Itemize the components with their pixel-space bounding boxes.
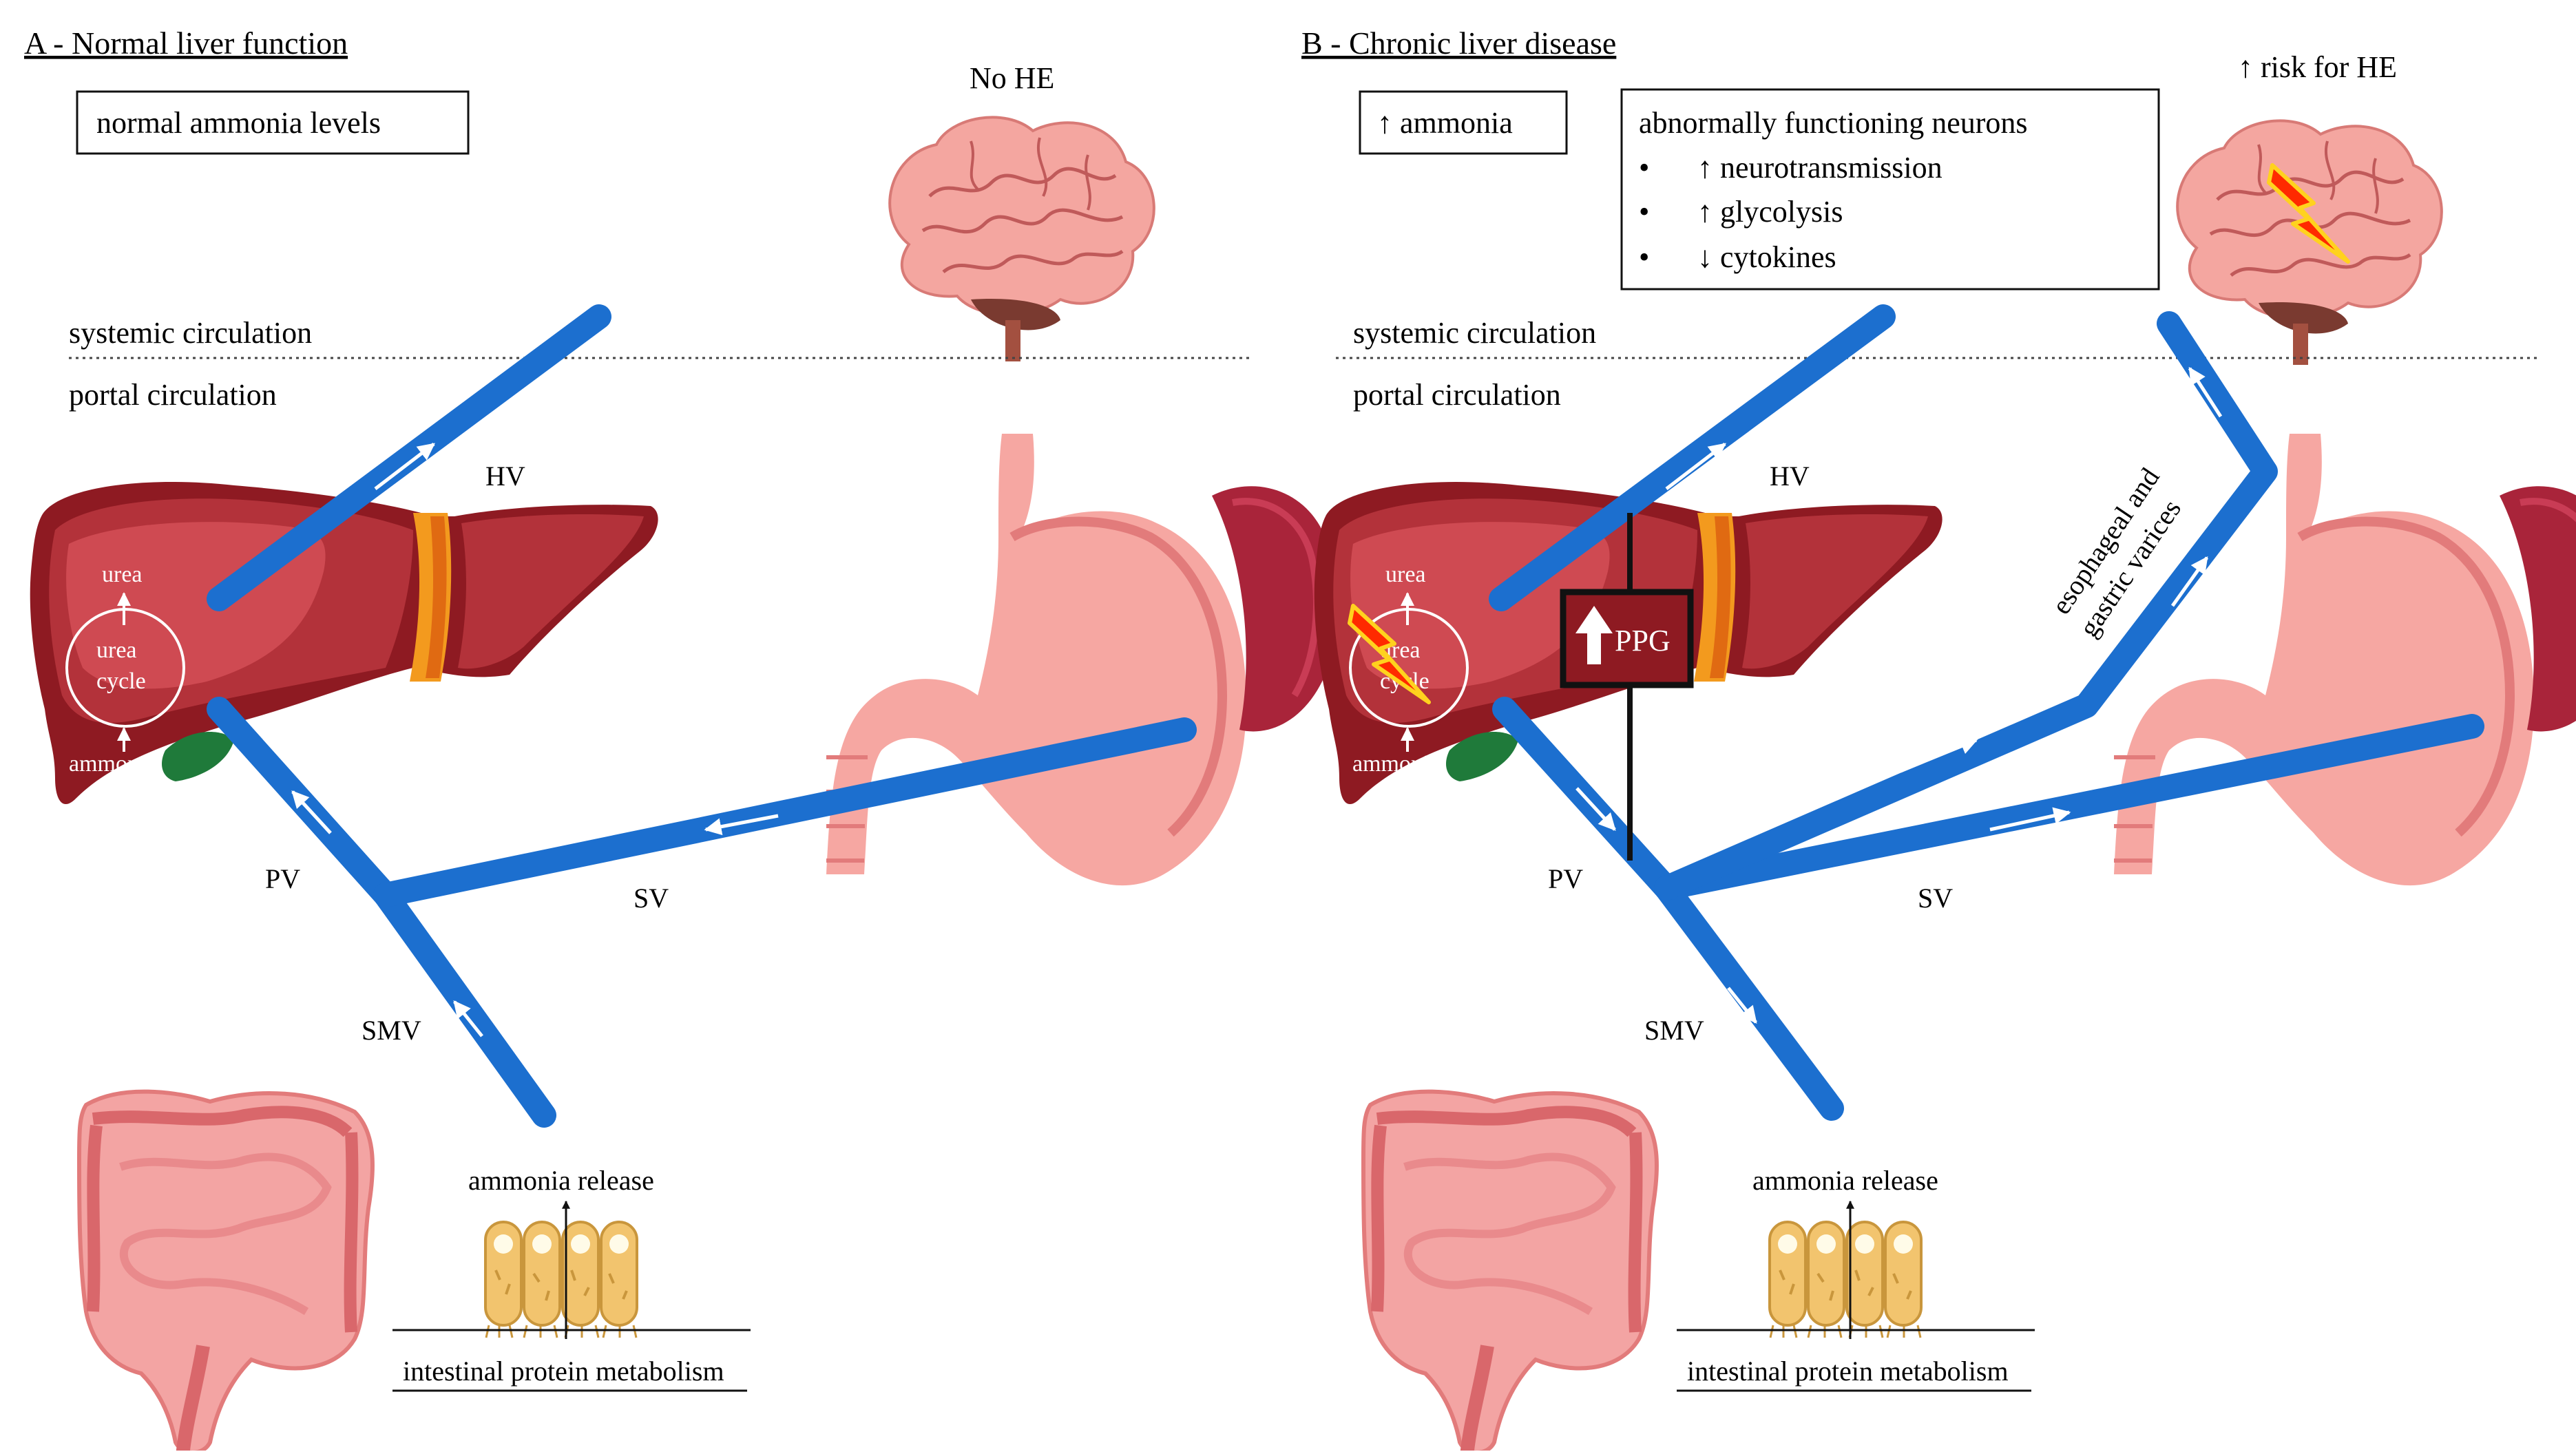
ammonia-up-box <box>1359 90 1568 155</box>
ammonia-release-a: ammonia release <box>468 1165 654 1196</box>
villi-icon-a <box>484 1221 638 1339</box>
hepatic-vein-a <box>207 304 611 611</box>
stomach-icon-a <box>826 434 1338 885</box>
neurons-item-2: ↑ glycolysis <box>1697 195 1843 229</box>
varices-vessel-b <box>1654 311 2278 900</box>
neurons-box <box>1620 88 2160 291</box>
intestine-icon-a <box>79 1092 373 1451</box>
brain-healthy-icon <box>890 117 1154 361</box>
hepatic-vein-b <box>1489 304 1896 611</box>
urea-cycle-circle-b <box>1349 608 1469 728</box>
neurons-item-3: ↓ cytokines <box>1697 240 1836 274</box>
ppg-box <box>1560 589 1694 688</box>
normal-ammonia-label: normal ammonia levels <box>96 106 381 140</box>
brain-affected-icon <box>2177 120 2442 365</box>
neurons-bullet-2: • <box>1639 195 1649 229</box>
panel-a-title: A - Normal liver function <box>24 25 348 61</box>
hv-label-b: HV <box>1770 461 1810 492</box>
panel-a: A - Normal liver function normal ammonia… <box>24 25 1338 1451</box>
ppg-label: PPG <box>1615 624 1671 657</box>
splenic-vein-a <box>373 717 1197 907</box>
risk-he-label: ↑ risk for HE <box>2238 50 2397 84</box>
hv-label-a: HV <box>485 461 525 492</box>
vessels-b <box>1489 304 2484 1121</box>
panel-b: B - Chronic liver disease ↑ ammonia abno… <box>1301 25 2576 1451</box>
panel-b-title: B - Chronic liver disease <box>1301 25 1616 61</box>
portal-label-a: portal circulation <box>69 378 277 412</box>
normal-ammonia-box <box>76 90 470 155</box>
urea-cycle-circle-a <box>65 608 185 728</box>
smv-label-a: SMV <box>362 1015 421 1046</box>
neurons-item-1: ↑ neurotransmission <box>1697 151 1943 185</box>
systemic-label-a: systemic circulation <box>69 316 312 350</box>
neurons-bullet-3: • <box>1639 240 1649 274</box>
pv-label-a: PV <box>265 863 300 894</box>
neurons-title: abnormally functioning neurons <box>1639 106 2028 140</box>
urea-label-b: urea <box>1385 562 1426 587</box>
splenic-vein-b <box>1654 714 2484 900</box>
sv-label-a: SV <box>633 883 669 914</box>
flow-arrows-a <box>291 443 779 1037</box>
urea-cycle-text-a-1: urea <box>96 638 137 663</box>
portal-label-b: portal circulation <box>1353 378 1561 412</box>
pv-label-b: PV <box>1548 863 1583 894</box>
ammonia-release-b: ammonia release <box>1752 1165 1938 1196</box>
ppg-up-arrow-icon <box>1575 606 1613 664</box>
flow-arrows-b <box>1575 366 2223 1024</box>
smv-a <box>373 883 556 1128</box>
smv-b <box>1654 876 1844 1121</box>
sv-label-b: SV <box>1918 883 1953 914</box>
ammonia-label-a: ammonia <box>69 751 156 777</box>
intestinal-label-a: intestinal protein metabolism <box>403 1356 724 1387</box>
stomach-icon-b <box>2114 434 2576 885</box>
villi-icon-b <box>1768 1221 1923 1339</box>
neurons-bullet-1: • <box>1639 151 1649 185</box>
urea-label-a: urea <box>102 562 143 587</box>
ammonia-up-label: ↑ ammonia <box>1377 106 1513 140</box>
intestine-icon-b <box>1363 1092 1657 1451</box>
urea-cycle-text-a-2: cycle <box>96 668 146 694</box>
smv-label-b: SMV <box>1644 1015 1704 1046</box>
systemic-label-b: systemic circulation <box>1353 316 1596 350</box>
ammonia-label-b: ammonia <box>1352 751 1440 777</box>
no-he-label: No HE <box>970 61 1054 95</box>
intestinal-label-b: intestinal protein metabolism <box>1687 1356 2009 1387</box>
